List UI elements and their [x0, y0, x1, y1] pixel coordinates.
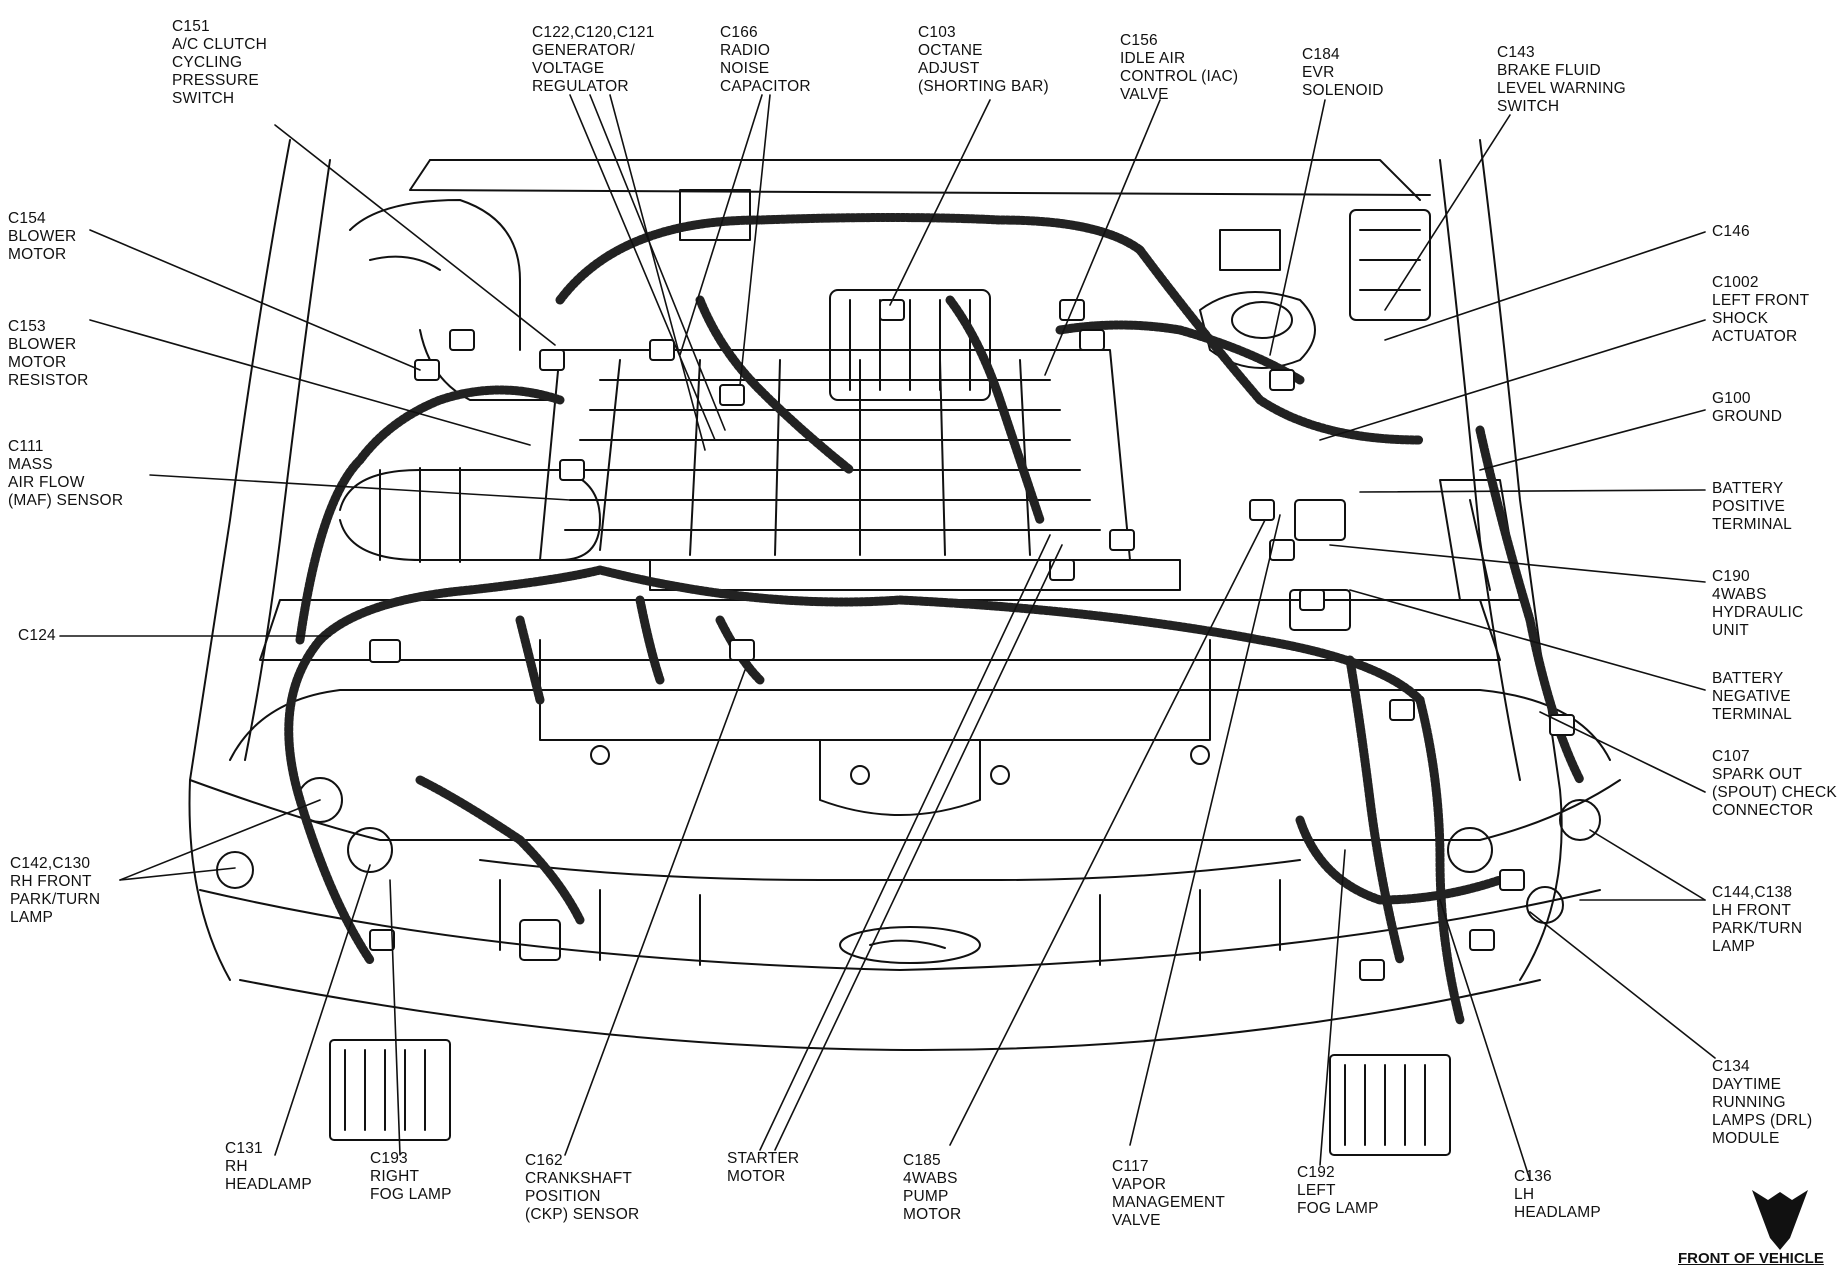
firewall-components	[679, 189, 1521, 601]
engine-block	[539, 289, 1181, 591]
connectors	[369, 299, 1575, 981]
vehicle-body	[188, 139, 1621, 1051]
leader-lines	[59, 94, 1716, 1181]
front-of-vehicle-label: FRONT OF VEHICLE	[1678, 1250, 1824, 1267]
front-arrow-icon	[1752, 1190, 1808, 1250]
label-c124: C124	[18, 627, 56, 644]
wiring-harness	[284, 213, 1585, 1025]
label-c146: C146	[1712, 223, 1750, 240]
air-intake-duct	[339, 199, 601, 563]
lamp-assemblies	[216, 777, 1601, 1156]
